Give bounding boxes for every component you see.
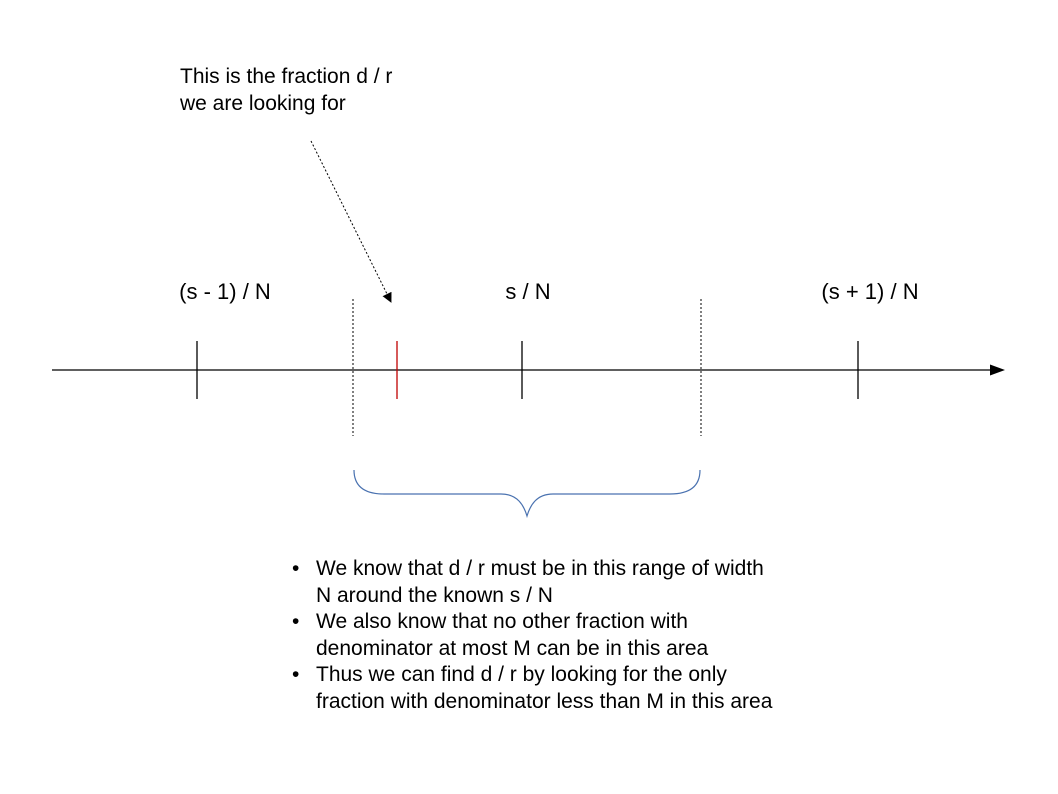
- callout-text: This is the fraction d / r we are lookin…: [180, 63, 392, 117]
- axis-arrow-icon: [990, 364, 1005, 376]
- list-item: Thus we can find d / r by looking for th…: [292, 662, 782, 715]
- callout-line-1: This is the fraction d / r: [180, 65, 393, 88]
- tick-label-s-plus-1: (s + 1) / N: [821, 279, 918, 304]
- callout-pointer-arrow: [310, 140, 392, 303]
- tick-label-s-minus-1: (s - 1) / N: [179, 279, 271, 304]
- range-brace: [353, 469, 701, 519]
- list-item: We know that d / r must be in this range…: [292, 556, 782, 609]
- explanation-list: We know that d / r must be in this range…: [292, 556, 782, 715]
- tick-label-s: s / N: [505, 279, 550, 304]
- list-item: We also know that no other fraction with…: [292, 609, 782, 662]
- callout-line-2: we are looking for: [180, 92, 346, 115]
